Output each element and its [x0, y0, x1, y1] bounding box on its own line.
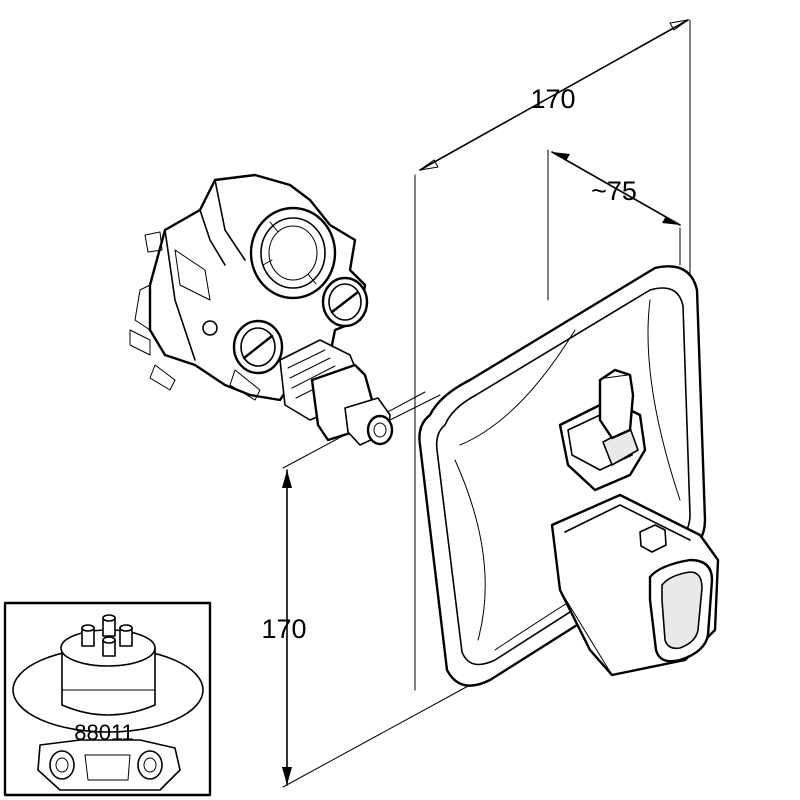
article-number-label: 88011 — [74, 720, 134, 745]
mounting-tab — [229, 369, 261, 401]
thread — [291, 365, 336, 389]
bevel-curve — [647, 299, 681, 501]
thread — [289, 357, 331, 379]
bolt-group — [81, 614, 133, 657]
top-ring-core — [268, 225, 318, 281]
knob-edge — [559, 589, 613, 676]
bevel-curve — [459, 329, 576, 446]
base-port-left-inner — [55, 757, 69, 773]
arrowhead — [669, 19, 689, 31]
trim-plate — [418, 265, 720, 687]
thermostat-knob — [550, 493, 720, 677]
housing-edge — [199, 209, 226, 266]
mounting-tab — [149, 364, 176, 391]
base-port-left — [49, 750, 75, 780]
housing-edge — [214, 179, 246, 261]
spindle-end — [366, 414, 394, 446]
small-port — [202, 320, 218, 336]
ring-notch — [262, 259, 273, 266]
housing-flange — [134, 284, 151, 331]
arrowhead — [282, 470, 292, 488]
dimension-lines — [282, 19, 691, 788]
arrowhead — [419, 159, 439, 171]
width-dimension-line — [419, 19, 689, 171]
mounting-tab — [129, 329, 151, 356]
cover-cylinder — [61, 647, 156, 716]
stop-screw-upper — [321, 276, 369, 328]
depth-dimension-label: ~75 — [591, 176, 637, 206]
thread — [287, 349, 326, 369]
extension-line-bottom — [282, 684, 471, 788]
top-ring-inner — [260, 217, 326, 289]
inset-panel: 88011 — [3, 601, 212, 797]
base-port-right — [137, 750, 163, 780]
stop-screw-lower — [232, 319, 284, 375]
knob-button — [639, 524, 667, 553]
arrowhead — [552, 152, 570, 161]
arrowhead — [282, 767, 292, 785]
ring-notch — [307, 273, 317, 285]
mounting-tab — [144, 231, 163, 253]
axis-line — [389, 394, 441, 421]
spindle-core — [373, 422, 387, 438]
housing-panel — [174, 249, 211, 301]
width-dimension-label: 170 — [530, 84, 575, 114]
depth-dimension-line — [551, 151, 681, 226]
lever-arm — [598, 368, 635, 440]
height-dimension-label: 170 — [261, 614, 306, 644]
lever-handle — [558, 368, 647, 492]
knob-face-inset — [661, 571, 703, 650]
housing-edge — [164, 229, 196, 361]
base-port-right-inner — [143, 757, 157, 773]
base-center — [84, 754, 131, 781]
arrowhead — [662, 216, 680, 225]
lever-top-edge — [604, 374, 629, 379]
rough-in-valve — [129, 173, 394, 446]
bevel-curve — [454, 459, 486, 641]
ring-notch — [269, 221, 279, 233]
knob-top-edge — [564, 504, 691, 541]
top-ring-opening — [249, 206, 337, 300]
